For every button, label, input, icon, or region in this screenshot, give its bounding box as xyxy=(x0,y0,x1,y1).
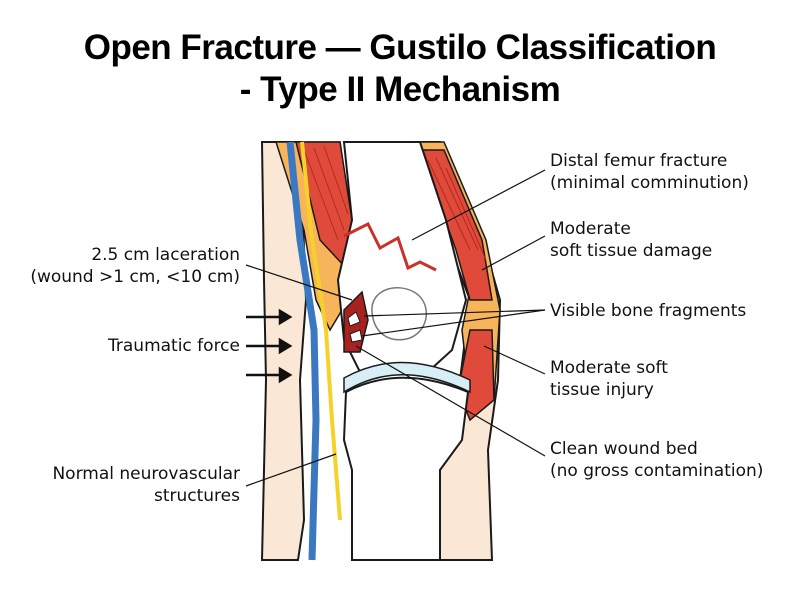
fracture-line xyxy=(343,221,437,272)
title-line-1: Open Fracture — Gustilo Classification xyxy=(83,28,717,67)
label-bone-fragments: Visible bone fragments xyxy=(550,300,746,322)
leader-lines xyxy=(245,169,546,487)
label-neurovascular-line2: structures xyxy=(153,486,240,506)
force-arrows xyxy=(246,308,293,384)
label-neurovascular: Normal neurovascular structures xyxy=(52,463,240,507)
label-soft-tissue-injury-line1: Moderate soft xyxy=(550,358,668,378)
bone-fragment-2 xyxy=(349,329,363,343)
label-soft-tissue-damage-line1: Moderate xyxy=(550,219,631,239)
label-laceration: 2.5 cm laceration (wound >1 cm, <10 cm) xyxy=(30,244,240,288)
label-clean-wound: Clean wound bed (no gross contamination) xyxy=(550,438,763,482)
label-traumatic-force: Traumatic force xyxy=(108,335,240,357)
right-muscle xyxy=(418,149,493,301)
label-femur-fracture-line2: (minimal comminution) xyxy=(550,173,749,193)
patella xyxy=(371,287,428,341)
label-clean-wound-line2: (no gross contamination) xyxy=(550,461,764,481)
label-soft-tissue-damage-line2: soft tissue damage xyxy=(550,241,713,261)
bone-fragment-1 xyxy=(347,311,361,327)
label-soft-tissue-damage: Moderate soft tissue damage xyxy=(550,218,712,262)
label-laceration-line2: (wound >1 cm, <10 cm) xyxy=(30,267,240,287)
label-bone-fragments-line1: Visible bone fragments xyxy=(550,301,747,321)
label-laceration-line1: 2.5 cm laceration xyxy=(91,245,240,265)
label-clean-wound-line1: Clean wound bed xyxy=(550,439,698,459)
tibia xyxy=(342,376,470,561)
label-soft-tissue-injury: Moderate soft tissue injury xyxy=(550,357,668,401)
joint-cartilage xyxy=(343,361,471,394)
nerve xyxy=(300,141,342,521)
label-soft-tissue-injury-line2: tissue injury xyxy=(550,380,654,400)
label-neurovascular-line1: Normal neurovascular xyxy=(52,464,240,484)
label-traumatic-force-line1: Traumatic force xyxy=(108,336,240,356)
title-line-2: - Type II Mechanism xyxy=(239,70,561,109)
artery xyxy=(286,141,320,561)
label-femur-fracture: Distal femur fracture (minimal comminuti… xyxy=(550,150,749,194)
label-femur-fracture-line1: Distal femur fracture xyxy=(550,151,728,171)
